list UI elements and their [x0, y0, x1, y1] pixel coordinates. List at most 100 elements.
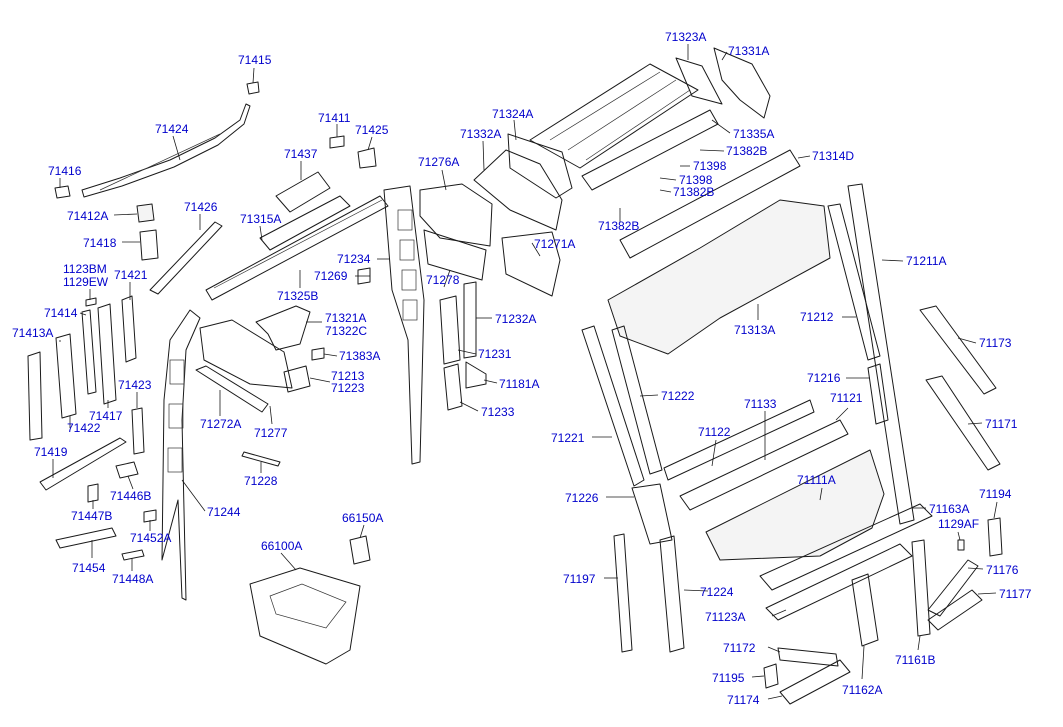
- label-71325B[interactable]: 71325B: [277, 289, 318, 303]
- part-71222: [611, 325, 663, 475]
- label-71211A[interactable]: 71211A: [906, 254, 946, 268]
- label-71162A[interactable]: 71162A: [842, 683, 882, 697]
- label-71276A[interactable]: 71276A: [418, 155, 459, 169]
- part-71212: [827, 203, 881, 361]
- part-71424: [81, 103, 251, 198]
- label-71272A[interactable]: 71272A: [200, 417, 241, 431]
- label-71452A[interactable]: 71452A: [130, 531, 171, 545]
- label-71222[interactable]: 71222: [661, 389, 695, 403]
- label-71121[interactable]: 71121: [830, 391, 863, 405]
- label-71415[interactable]: 71415: [238, 53, 272, 67]
- label-71173[interactable]: 71173: [979, 336, 1012, 350]
- label-71416[interactable]: 71416: [48, 164, 82, 178]
- part-71232A: [463, 281, 477, 359]
- label-71271A[interactable]: 71271A: [534, 237, 575, 251]
- label-71424[interactable]: 71424: [155, 122, 189, 136]
- label-71313A[interactable]: 71313A: [734, 323, 775, 337]
- label-71194[interactable]: 71194: [979, 487, 1012, 501]
- label-71133[interactable]: 71133: [744, 397, 777, 411]
- label-71322C[interactable]: 71322C: [325, 324, 367, 338]
- label-71413A[interactable]: 71413A: [12, 326, 53, 340]
- label-71418[interactable]: 71418: [83, 236, 117, 250]
- label-71425[interactable]: 71425: [355, 123, 389, 137]
- part-71331A: [713, 47, 771, 119]
- label-71231[interactable]: 71231: [478, 347, 512, 361]
- label-71161B[interactable]: 71161B: [895, 653, 935, 667]
- label-71221[interactable]: 71221: [551, 431, 585, 445]
- part-71448A: [121, 549, 145, 561]
- label-71315A[interactable]: 71315A: [240, 212, 281, 226]
- label-71216[interactable]: 71216: [807, 371, 841, 385]
- label-71417[interactable]: 71417: [89, 409, 123, 423]
- label-71421[interactable]: 71421: [114, 268, 148, 282]
- part-71276A: [419, 183, 493, 247]
- label-71195[interactable]: 71195: [712, 671, 745, 685]
- label-71398-1[interactable]: 71398: [693, 159, 727, 173]
- label-71324A[interactable]: 71324A: [492, 107, 533, 121]
- label-71382B-3[interactable]: 71382B: [598, 219, 639, 233]
- label-71454[interactable]: 71454: [72, 561, 106, 575]
- label-71232A[interactable]: 71232A: [495, 312, 536, 326]
- label-71321A[interactable]: 71321A: [325, 311, 366, 325]
- label-71382B-2[interactable]: 71382B: [673, 185, 714, 199]
- part-71195: [763, 663, 779, 689]
- label-66150A[interactable]: 66150A: [342, 511, 383, 525]
- part-71315A: [259, 195, 351, 251]
- label-71278[interactable]: 71278: [426, 273, 460, 287]
- label-71224[interactable]: 71224: [700, 585, 734, 599]
- label-71398-2[interactable]: 71398: [679, 173, 713, 187]
- label-71426[interactable]: 71426: [184, 200, 218, 214]
- label-71331A[interactable]: 71331A: [728, 44, 769, 58]
- label-71226[interactable]: 71226: [565, 491, 599, 505]
- parts-drawing-layer: [27, 47, 1003, 705]
- label-71163A[interactable]: 71163A: [929, 502, 969, 516]
- label-1129EW[interactable]: 1129EW: [63, 275, 109, 289]
- label-71181A[interactable]: 71181A: [499, 377, 539, 391]
- label-71172[interactable]: 71172: [723, 641, 756, 655]
- label-71123A[interactable]: 71123A: [705, 610, 745, 624]
- label-71269[interactable]: 71269: [314, 269, 348, 283]
- label-71414[interactable]: 71414: [44, 306, 78, 320]
- part-labels: 71415 71424 71416 71412A 71418 71426 112…: [12, 30, 1032, 707]
- label-71335A[interactable]: 71335A: [733, 127, 774, 141]
- label-71228[interactable]: 71228: [244, 474, 278, 488]
- label-71177[interactable]: 71177: [999, 587, 1032, 601]
- label-71422[interactable]: 71422: [67, 421, 101, 435]
- part-71211A: [847, 183, 915, 525]
- label-71383A[interactable]: 71383A: [339, 349, 380, 363]
- label-71411[interactable]: 71411: [318, 111, 351, 125]
- label-71323A[interactable]: 71323A: [665, 30, 706, 44]
- label-71277[interactable]: 71277: [254, 426, 288, 440]
- label-71314D[interactable]: 71314D: [812, 149, 854, 163]
- label-1123BM[interactable]: 1123BM: [63, 262, 107, 276]
- label-71437[interactable]: 71437: [284, 147, 318, 161]
- label-1129AF[interactable]: 1129AF: [938, 517, 979, 531]
- label-71447B[interactable]: 71447B: [71, 509, 112, 523]
- label-71446B[interactable]: 71446B: [110, 489, 151, 503]
- label-71122[interactable]: 71122: [698, 425, 731, 439]
- label-66100A[interactable]: 66100A: [261, 539, 302, 553]
- part-71221: [581, 325, 645, 487]
- label-71448A[interactable]: 71448A: [112, 572, 153, 586]
- label-71412A[interactable]: 71412A: [67, 209, 108, 223]
- label-71233[interactable]: 71233: [481, 405, 515, 419]
- label-71111A[interactable]: 71111A: [797, 473, 836, 487]
- part-71413A: [27, 351, 43, 441]
- label-71382B-1[interactable]: 71382B: [726, 144, 767, 158]
- label-71423[interactable]: 71423: [118, 378, 152, 392]
- label-71176[interactable]: 71176: [986, 563, 1019, 577]
- label-71174[interactable]: 71174: [727, 693, 760, 707]
- label-71197[interactable]: 71197: [563, 572, 596, 586]
- label-71213[interactable]: 71213: [331, 369, 365, 383]
- part-71111A: [705, 449, 885, 561]
- label-71212[interactable]: 71212: [800, 310, 834, 324]
- label-71419[interactable]: 71419: [34, 445, 68, 459]
- label-71244[interactable]: 71244: [207, 505, 241, 519]
- label-71171[interactable]: 71171: [985, 417, 1018, 431]
- part-71163A: [759, 503, 933, 591]
- part-71415: [246, 81, 260, 95]
- part-71172: [777, 647, 839, 667]
- label-71223[interactable]: 71223: [331, 381, 365, 395]
- label-71234[interactable]: 71234: [337, 252, 371, 266]
- label-71332A[interactable]: 71332A: [460, 127, 501, 141]
